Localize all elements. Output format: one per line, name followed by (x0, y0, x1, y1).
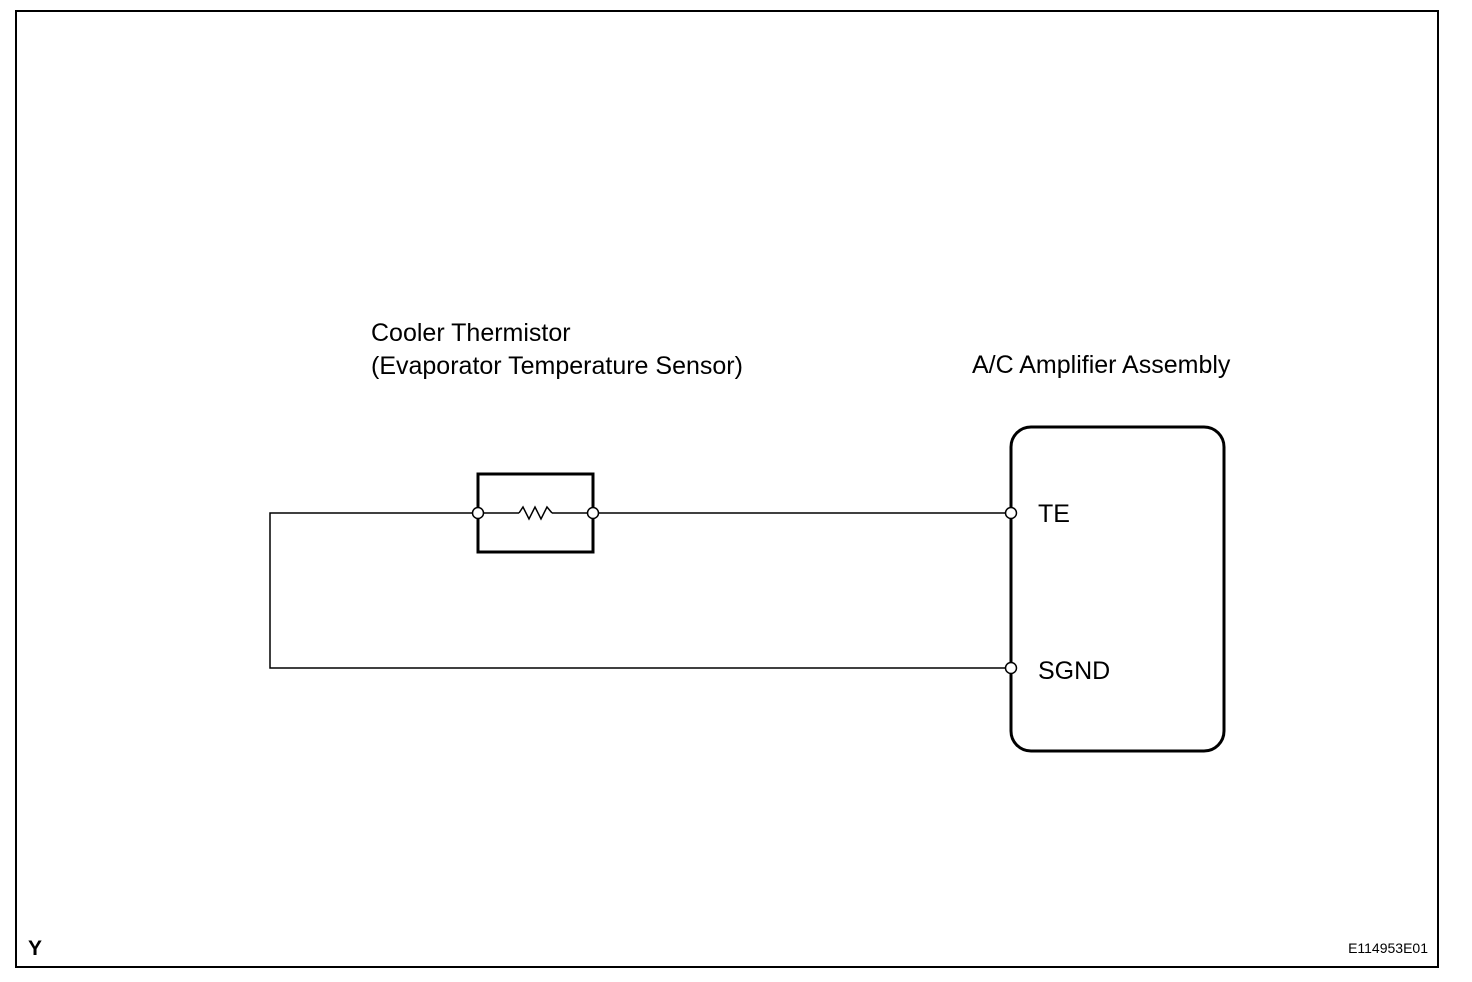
sensor-title: Cooler Thermistor (371, 319, 571, 347)
sensor-terminal-right (586, 506, 600, 520)
figure-code: E114953E01 (1348, 940, 1428, 956)
terminal-te (1004, 506, 1018, 520)
corner-mark: Y (28, 937, 42, 960)
sensor-subtitle: (Evaporator Temperature Sensor) (371, 352, 743, 380)
terminal-label-sgnd: SGND (1038, 657, 1110, 685)
diagram-frame (15, 10, 1439, 968)
terminal-label-te: TE (1038, 500, 1070, 528)
wire-sgnd (269, 512, 1007, 669)
resistor-icon (483, 505, 588, 521)
amplifier-title: A/C Amplifier Assembly (972, 351, 1231, 379)
amplifier-box (1009, 425, 1226, 753)
terminal-sgnd (1004, 661, 1018, 675)
sensor-terminal-left (471, 506, 485, 520)
